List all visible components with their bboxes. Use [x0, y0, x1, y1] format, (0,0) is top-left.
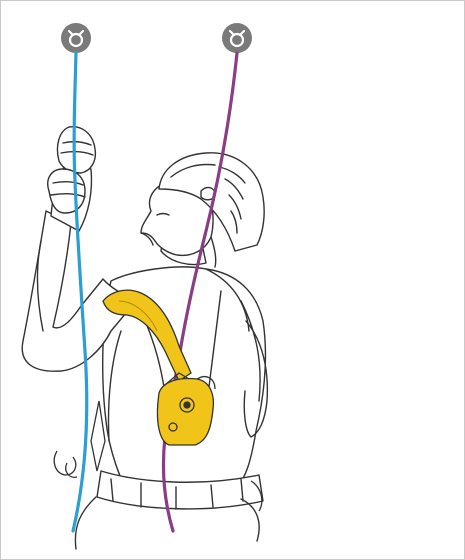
left-anchor-icon [61, 23, 91, 53]
right-anchor-icon [222, 23, 252, 53]
rope-access-worker [22, 127, 267, 549]
rope-descender-device [157, 373, 215, 445]
